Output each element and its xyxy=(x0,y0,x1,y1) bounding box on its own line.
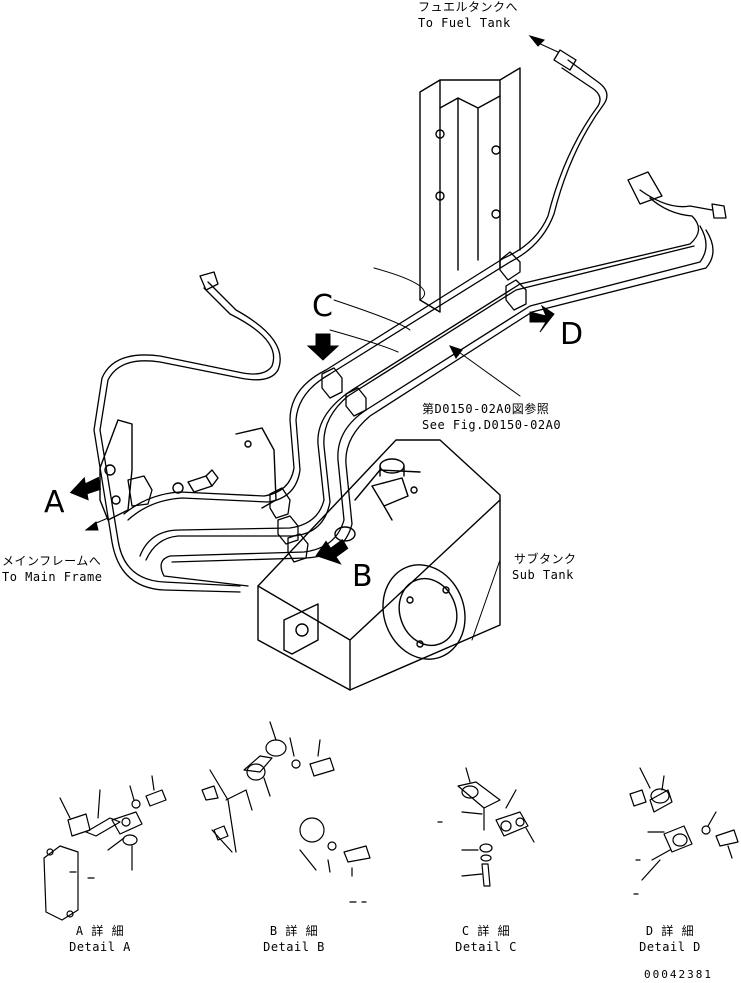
mount-bracket xyxy=(100,420,276,520)
detail-a-sketch xyxy=(44,776,166,920)
fuel-tank-label-en: To Fuel Tank xyxy=(418,16,511,30)
bolt-washer xyxy=(173,470,218,493)
detail-a-title-en: Detail A xyxy=(69,940,131,954)
detail-d-title-en: Detail D xyxy=(639,940,701,954)
frame-post xyxy=(420,68,520,312)
arrow-frame xyxy=(86,522,98,530)
hose-bundle xyxy=(94,50,726,592)
arrow-c xyxy=(308,334,338,360)
arrow-b xyxy=(313,535,352,570)
arrow-d xyxy=(530,306,554,332)
callout-c: C xyxy=(312,289,333,324)
fuel-tank-label-jp: フュエルタンクへ xyxy=(418,0,519,14)
sub-tank-label-jp: サブタンク xyxy=(514,552,577,566)
arrow-fuel xyxy=(530,36,544,46)
main-frame-label-en: To Main Frame xyxy=(2,570,103,584)
see-fig-label-en: See Fig.D0150-02A0 xyxy=(422,418,562,432)
arrow-a xyxy=(68,476,101,503)
callout-a: A xyxy=(44,485,65,520)
drawing-number: 00042381 xyxy=(644,968,713,981)
sub-tank-body xyxy=(258,440,500,690)
detail-b-title-en: Detail B xyxy=(263,940,325,954)
detail-b-title-jp: B 詳 細 xyxy=(269,924,319,938)
detail-a-title-jp: A 詳 細 xyxy=(75,924,125,938)
detail-c-title-en: Detail C xyxy=(455,940,517,954)
leader-lines xyxy=(94,42,558,640)
arrow-fig xyxy=(450,346,462,358)
see-fig-label-jp: 第D0150-02A0図参照 xyxy=(422,402,550,416)
detail-b-sketch xyxy=(202,722,370,902)
callout-b: B xyxy=(352,559,373,594)
detail-c-sketch xyxy=(438,768,534,886)
detail-c-title-jp: C 詳 細 xyxy=(461,924,511,938)
callout-d: D xyxy=(560,317,584,352)
main-frame-label-jp: メインフレームへ xyxy=(2,554,102,568)
detail-d-sketch xyxy=(630,768,738,894)
detail-d-title-jp: D 詳 細 xyxy=(645,924,695,938)
sub-tank-label-en: Sub Tank xyxy=(512,568,574,582)
